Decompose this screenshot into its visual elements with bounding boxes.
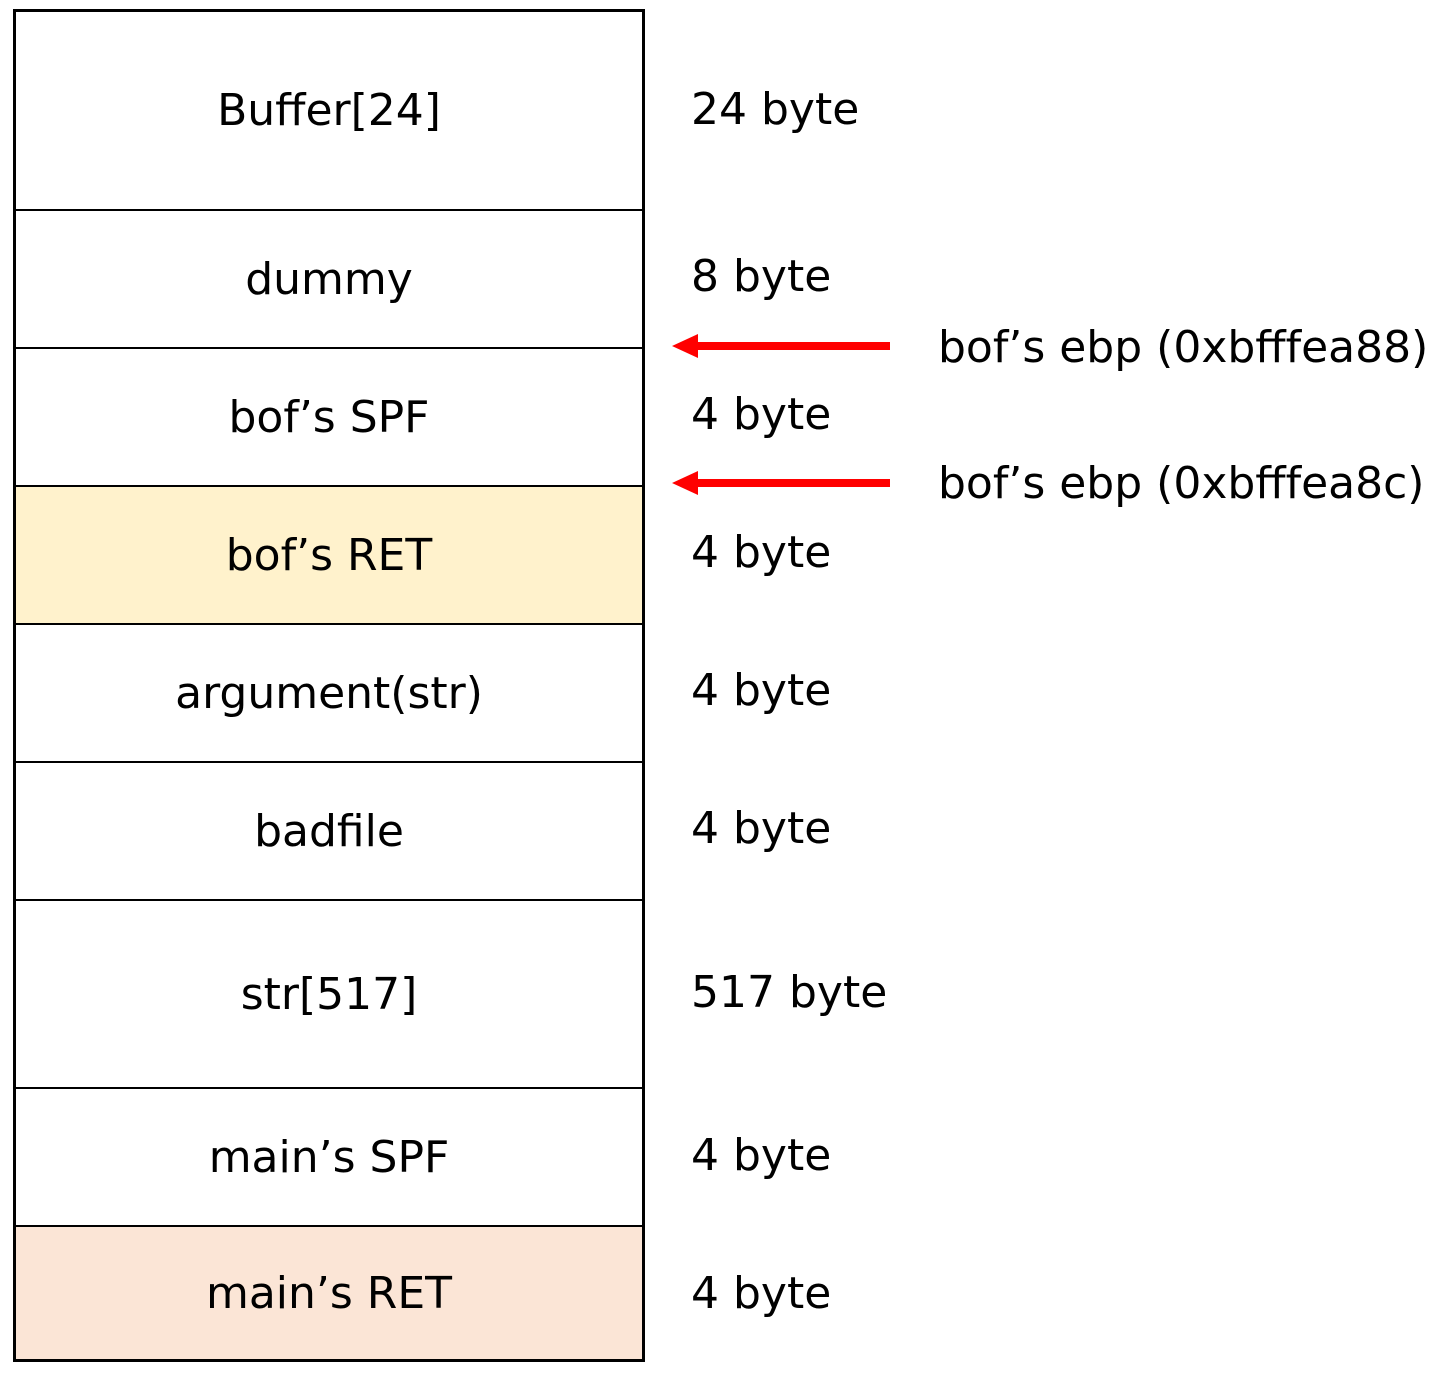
stack-cell-main-spf: main’s SPF xyxy=(16,1089,642,1227)
stack-cell-label: main’s RET xyxy=(205,1267,453,1319)
stack-cell-bof-ret: bof’s RET xyxy=(16,487,642,625)
arrow-left-icon xyxy=(672,471,890,495)
stack-cell-badfile: badfile xyxy=(16,763,642,901)
stack-cell-argument: argument(str) xyxy=(16,625,642,763)
arrow-left-icon xyxy=(672,334,890,358)
size-label-badfile: 4 byte xyxy=(691,803,832,854)
size-label-bof-spf: 4 byte xyxy=(691,389,832,440)
stack-cell-label: bof’s RET xyxy=(225,529,433,581)
size-label-main-ret: 4 byte xyxy=(691,1268,832,1319)
stack-cell-label: main’s SPF xyxy=(208,1131,450,1183)
stack-cell-label: dummy xyxy=(245,253,413,305)
size-label-argument: 4 byte xyxy=(691,665,832,716)
stack-cell-label: Buffer[24] xyxy=(217,85,441,136)
size-label-dummy: 8 byte xyxy=(691,251,832,302)
stack-cell-bof-spf: bof’s SPF xyxy=(16,349,642,487)
pointer-label-ebp-8c: bof’s ebp (0xbfffea8c) xyxy=(938,458,1425,509)
stack-cell-label: badfile xyxy=(254,805,404,857)
stack-cell-main-ret: main’s RET xyxy=(16,1227,642,1359)
stack-cell-dummy: dummy xyxy=(16,211,642,349)
pointer-label-ebp-88: bof’s ebp (0xbfffea88) xyxy=(938,322,1429,373)
stack-cell-label: argument(str) xyxy=(175,667,483,719)
stack-cell-label: bof’s SPF xyxy=(228,391,430,443)
size-label-main-spf: 4 byte xyxy=(691,1130,832,1181)
size-label-buffer: 24 byte xyxy=(691,84,860,135)
stack-cell-buffer: Buffer[24] xyxy=(16,12,642,211)
stack-cell-str: str[517] xyxy=(16,901,642,1089)
stack-cell-label: str[517] xyxy=(240,968,418,1020)
size-label-str: 517 byte xyxy=(691,967,888,1018)
size-label-bof-ret: 4 byte xyxy=(691,527,832,578)
stack-frame-diagram: Buffer[24] dummy bof’s SPF bof’s RET arg… xyxy=(13,9,645,1362)
